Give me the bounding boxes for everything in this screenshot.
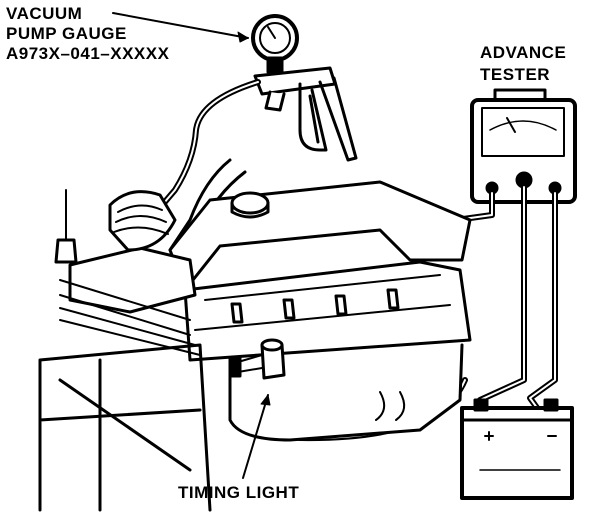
advance-tester-label: ADVANCE TESTER: [480, 42, 566, 86]
vacuum-gauge-label-line-3: A973X–041–XXXXX: [6, 44, 170, 63]
advance-tester-label-line-1: ADVANCE: [480, 43, 567, 62]
distributor-assembly: [54, 189, 201, 356]
battery: [460, 398, 574, 500]
engine-block: [168, 180, 472, 442]
advance-tester: [470, 88, 577, 204]
timing-light-leader: [242, 394, 269, 479]
vacuum-gauge-label-line-2: PUMP GAUGE: [6, 24, 127, 43]
vacuum-gauge-label: VACUUM PUMP GAUGE A973X–041–XXXXX: [6, 4, 169, 64]
vacuum-gauge-label-line-1: VACUUM: [6, 4, 83, 23]
advance-tester-label-line-2: TESTER: [480, 65, 551, 84]
timing-light-label: TIMING LIGHT: [178, 483, 300, 502]
vacuum-gauge-leader: [112, 12, 249, 39]
engine-stand: [38, 343, 212, 512]
vacuum-pump-gauge: [251, 14, 358, 162]
timing-light: [228, 338, 286, 380]
